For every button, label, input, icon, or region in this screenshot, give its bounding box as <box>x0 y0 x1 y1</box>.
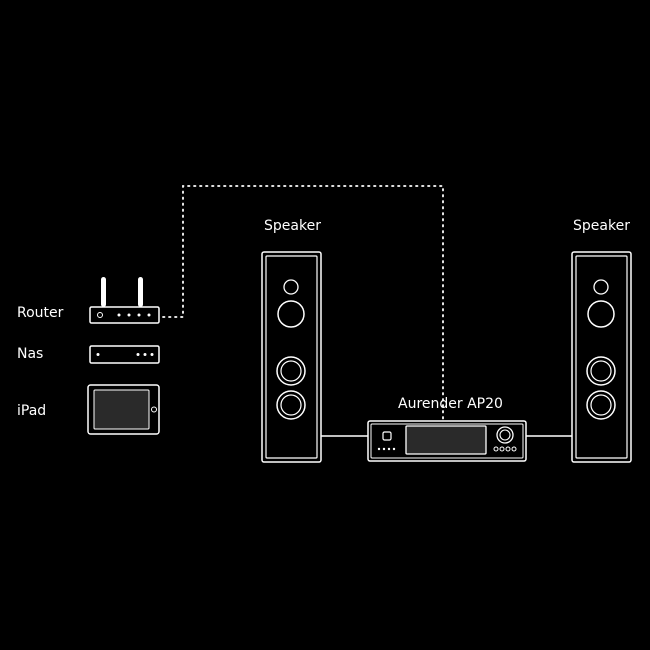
network-connection-dotted <box>162 185 444 422</box>
speaker-right-icon <box>571 251 632 463</box>
router-icon <box>89 277 160 324</box>
ipad-icon <box>87 384 160 435</box>
nas-label: Nas <box>17 346 44 362</box>
ipad-label: iPad <box>17 403 47 419</box>
speaker-left-icon <box>261 251 322 463</box>
amplifier-icon <box>367 420 527 462</box>
speaker-right-label: Speaker <box>573 218 630 234</box>
nas-icon <box>89 345 160 364</box>
amplifier-label: Aurender AP20 <box>398 396 503 412</box>
speaker-left-label: Speaker <box>264 218 321 234</box>
router-label: Router <box>17 305 64 321</box>
